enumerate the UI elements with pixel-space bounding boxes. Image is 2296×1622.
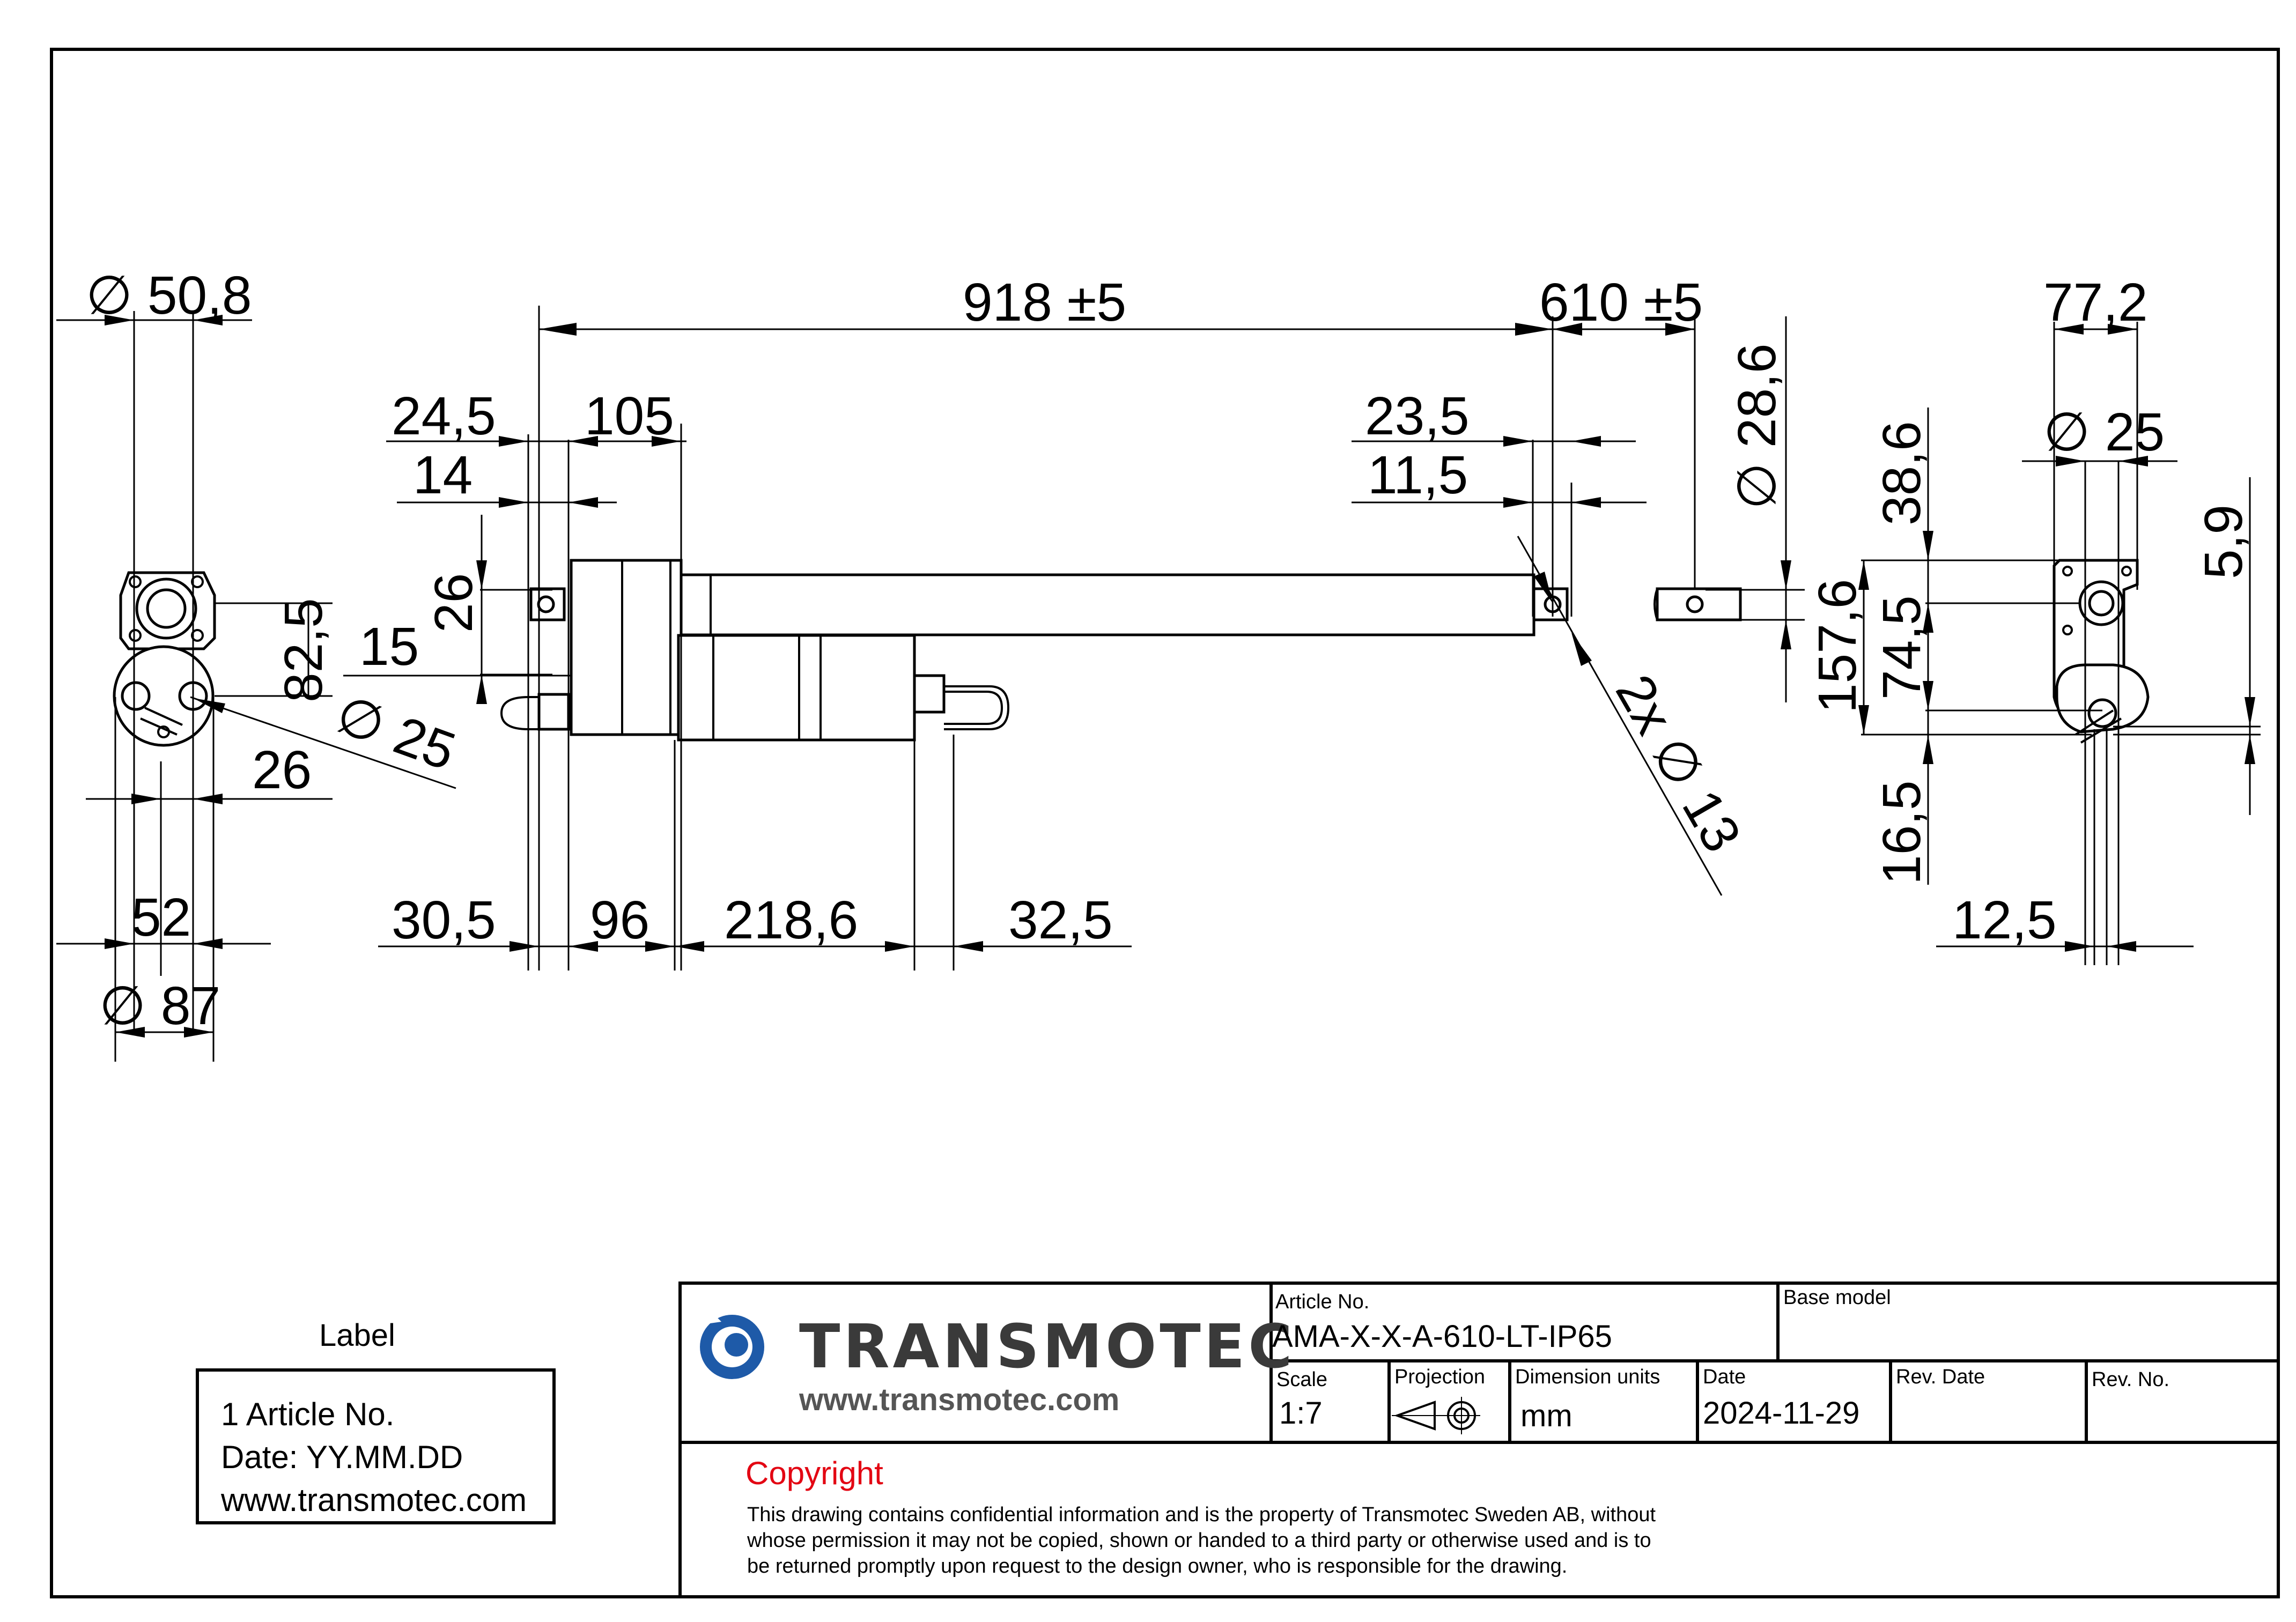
dim-5-9: 5,9	[2194, 505, 2254, 579]
rev-date-label: Rev. Date	[1896, 1366, 1985, 1388]
label-line-1: 1 Article No.	[221, 1396, 394, 1432]
copyright-line-3: be returned promptly upon request to the…	[747, 1555, 1567, 1577]
dim-dia-50-8: ∅ 50,8	[86, 265, 252, 325]
dim-dia-25-right: ∅ 25	[2043, 402, 2165, 462]
dim-157-6: 157,6	[1807, 579, 1867, 713]
dim-610: 610 ±5	[1539, 272, 1703, 332]
dim-52: 52	[131, 887, 191, 947]
rod-end-detail: ∅ 28,6	[1653, 316, 1805, 702]
dim-218-6: 218,6	[724, 890, 858, 950]
dim-26-left: 26	[252, 740, 312, 800]
projection-label: Projection	[1394, 1366, 1485, 1388]
label-line-2: Date: YY.MM.DD	[221, 1439, 463, 1475]
left-end-view: ∅ 50,8 82,5 15 ∅ 25 26 52 ∅ 87	[56, 265, 579, 1062]
copyright-title: Copyright	[745, 1455, 883, 1491]
brand-url: www.transmotec.com	[799, 1382, 1119, 1417]
dim-units-label: Dimension units	[1515, 1366, 1660, 1388]
right-side-view: 77,2 ∅ 25 38,6 157,6 74,5 16,5 5,9 12	[1807, 272, 2261, 965]
dim-77-2: 77,2	[2043, 272, 2148, 332]
article-no-label: Article No.	[1275, 1291, 1369, 1313]
date-label: Date	[1703, 1366, 1746, 1388]
dim-32-5: 32,5	[1008, 890, 1113, 950]
label-box: Label 1 Article No. Date: YY.MM.DD www.t…	[196, 1318, 556, 1524]
dim-30-5: 30,5	[392, 890, 496, 950]
dim-12-5: 12,5	[1952, 890, 2057, 950]
dim-26-vert: 26	[424, 573, 484, 633]
dim-105: 105	[585, 386, 674, 446]
dim-14: 14	[413, 445, 473, 505]
projection-symbol-icon	[1392, 1397, 1480, 1434]
article-no-value: AMA-X-X-A-610-LT-IP65	[1272, 1319, 1612, 1354]
dim-96: 96	[590, 890, 649, 950]
rev-no-label: Rev. No.	[2092, 1368, 2169, 1391]
dim-11-5: 11,5	[1368, 445, 1468, 505]
copyright-line-1: This drawing contains confidential infor…	[747, 1504, 1656, 1526]
dim-82-5: 82,5	[274, 598, 334, 702]
front-view: 918 ±5 610 ±5 24,5 105 14 26 23,5	[378, 272, 1753, 971]
scale-label: Scale	[1276, 1368, 1327, 1391]
title-block: TRANSMOTEC www.transmotec.com Article No…	[678, 1282, 2280, 1598]
transmotec-logo-icon	[700, 1314, 764, 1389]
base-model-label: Base model	[1783, 1286, 1891, 1309]
brand-name: TRANSMOTEC	[799, 1312, 1295, 1382]
dim-2x-dia-13: 2x ∅ 13	[1604, 665, 1753, 862]
dim-15: 15	[359, 617, 419, 677]
dim-24-5: 24,5	[392, 386, 496, 446]
dim-dia-87: ∅ 87	[99, 976, 220, 1036]
dim-23-5: 23,5	[1365, 386, 1470, 446]
dim-38-6: 38,6	[1872, 421, 1932, 525]
dim-74-5: 74,5	[1872, 595, 1932, 700]
date-value: 2024-11-29	[1703, 1396, 1859, 1431]
scale-value: 1:7	[1279, 1396, 1323, 1431]
dim-dia-28-6: ∅ 28,6	[1727, 343, 1787, 509]
dim-918: 918 ±5	[963, 272, 1126, 332]
label-title: Label	[319, 1318, 395, 1353]
label-line-3: www.transmotec.com	[220, 1482, 527, 1518]
dim-16-5: 16,5	[1872, 780, 1932, 885]
copyright-line-2: whose permission it may not be copied, s…	[747, 1529, 1651, 1552]
dim-units-value: mm	[1520, 1398, 1572, 1433]
